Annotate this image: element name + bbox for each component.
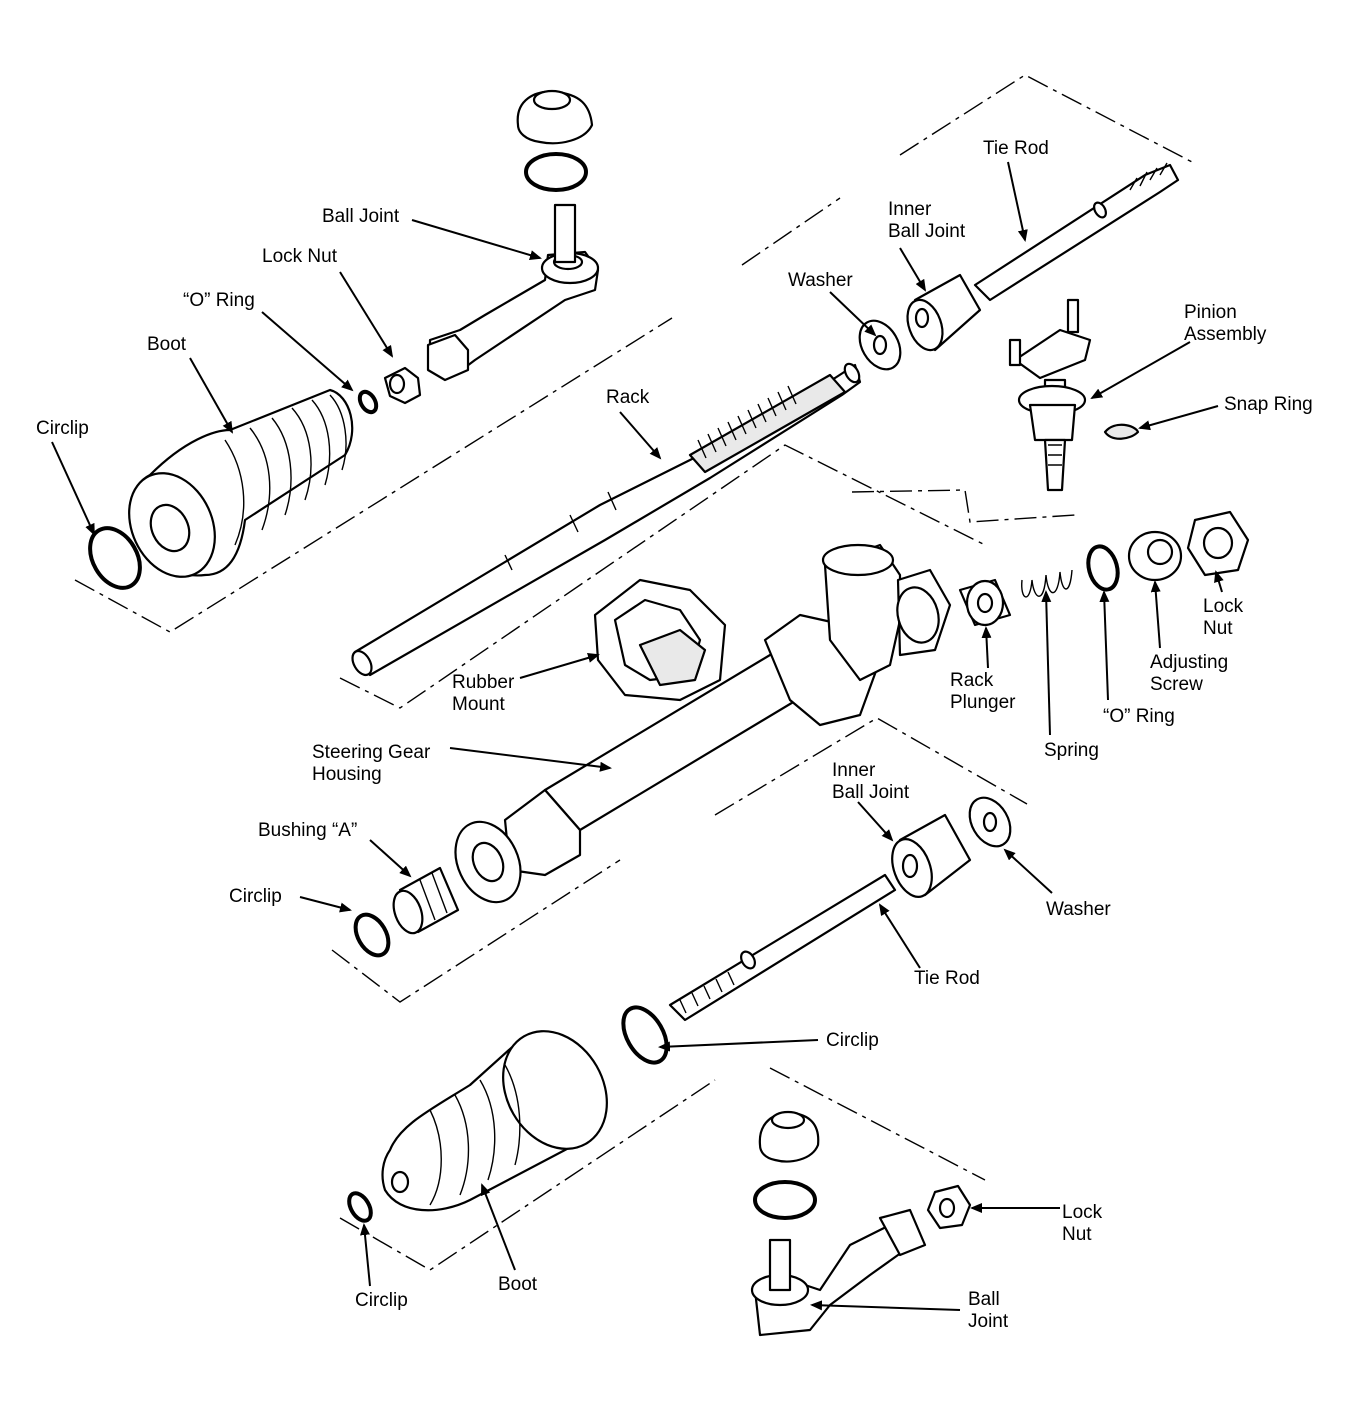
- label-washer-bottom: Washer: [1046, 899, 1111, 920]
- label-inner-ball-joint-bottom-1: Inner: [832, 760, 876, 781]
- label-lock-nut-right-2: Nut: [1203, 618, 1233, 639]
- top-boot: [128, 388, 354, 578]
- label-washer-top: Washer: [788, 270, 853, 291]
- bushing-a: [392, 866, 460, 935]
- steering-gear-housing: [454, 543, 952, 904]
- label-ball-joint-bottom-2: Joint: [968, 1311, 1009, 1332]
- snap-ring: [1103, 423, 1140, 440]
- label-snap-ring: Snap Ring: [1224, 394, 1313, 415]
- pinion-assembly: [1008, 298, 1092, 492]
- bottom-lock-nut: [926, 1184, 972, 1230]
- top-inner-ball-joint: [906, 273, 982, 352]
- label-circlip-mid: Circlip: [229, 886, 282, 907]
- leader-arrows: [51, 161, 1224, 1311]
- spring: [1021, 569, 1073, 598]
- bottom-tie-rod: [668, 873, 897, 1022]
- label-lock-nut-top: Lock Nut: [262, 246, 338, 267]
- label-circlip-top: Circlip: [36, 418, 89, 439]
- label-o-ring-top: “O” Ring: [183, 290, 255, 311]
- label-ball-joint-top: Ball Joint: [322, 206, 400, 227]
- label-bushing-a: Bushing “A”: [258, 820, 357, 841]
- label-adjusting-screw-2: Screw: [1150, 674, 1203, 695]
- rubber-mount: [593, 578, 727, 702]
- label-inner-ball-joint-bottom-2: Ball Joint: [832, 782, 910, 803]
- label-ball-joint-bottom-1: Ball: [968, 1289, 1000, 1310]
- middle-circlip: [353, 912, 391, 958]
- right-o-ring: [1086, 544, 1120, 592]
- top-o-ring: [357, 389, 379, 415]
- label-rack-plunger-1: Rack: [950, 670, 994, 691]
- bottom-washer: [968, 796, 1012, 848]
- adjusting-screw: [1127, 530, 1183, 582]
- top-lock-nut: [383, 366, 422, 405]
- top-washer: [858, 319, 902, 371]
- label-tie-rod-bottom: Tie Rod: [914, 968, 980, 989]
- bottom-ball-joint-tie-rod-end: [750, 1110, 927, 1337]
- label-circlip-bottom: Circlip: [355, 1290, 408, 1311]
- right-circlip: [621, 1005, 669, 1065]
- label-rack-plunger-2: Plunger: [950, 692, 1016, 713]
- alignment-lines: [74, 74, 1193, 1271]
- rack: [351, 362, 862, 677]
- label-lock-nut-bottom-1: Lock: [1062, 1202, 1103, 1223]
- label-o-ring-right: “O” Ring: [1103, 706, 1175, 727]
- top-circlip: [88, 526, 142, 590]
- label-rubber-mount-1: Rubber: [452, 672, 515, 693]
- label-rubber-mount-2: Mount: [452, 694, 506, 715]
- label-inner-ball-joint-top-2: Ball Joint: [888, 221, 966, 242]
- top-ball-joint-tie-rod-end: [426, 89, 600, 382]
- label-pinion-assembly-2: Assembly: [1184, 324, 1267, 345]
- bottom-inner-ball-joint: [891, 813, 972, 898]
- right-lock-nut: [1186, 510, 1250, 577]
- top-tie-rod: [973, 162, 1180, 302]
- bottom-boot: [381, 1030, 608, 1212]
- label-tie-rod-top: Tie Rod: [983, 138, 1049, 159]
- label-boot-bottom: Boot: [498, 1274, 538, 1295]
- label-spring: Spring: [1044, 740, 1099, 761]
- label-inner-ball-joint-top-1: Inner: [888, 199, 932, 220]
- bottom-circlip: [347, 1191, 373, 1223]
- rack-plunger: [958, 578, 1012, 627]
- label-rack: Rack: [606, 387, 650, 408]
- labels: Ball Joint Lock Nut “O” Ring Boot Circli…: [36, 138, 1313, 1332]
- label-adjusting-screw-1: Adjusting: [1150, 652, 1228, 673]
- label-lock-nut-bottom-2: Nut: [1062, 1224, 1092, 1245]
- label-circlip-right: Circlip: [826, 1030, 879, 1051]
- label-steering-gear-housing-2: Housing: [312, 764, 382, 785]
- label-pinion-assembly-1: Pinion: [1184, 302, 1237, 323]
- label-boot-top: Boot: [147, 334, 187, 355]
- label-steering-gear-housing-1: Steering Gear: [312, 742, 431, 763]
- label-lock-nut-right-1: Lock: [1203, 596, 1244, 617]
